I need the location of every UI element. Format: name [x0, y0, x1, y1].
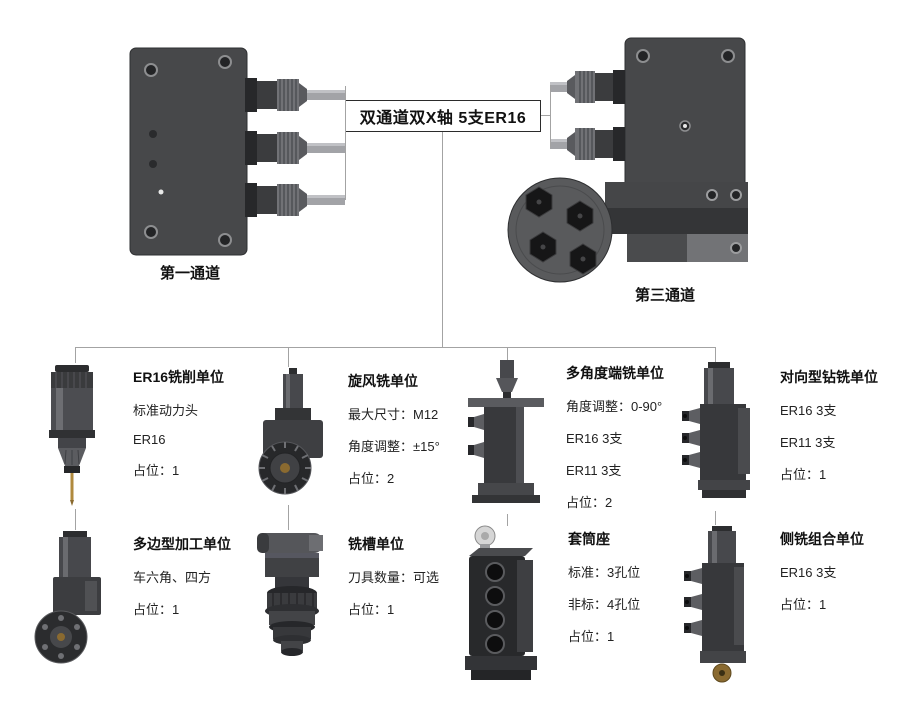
channel-1-label: 第一通道: [159, 265, 220, 282]
unit-card: 侧铣组合单位 ER16 3支 占位：1: [672, 524, 864, 694]
unit-info: 铣槽单位 刀具数量：可选 占位：1: [348, 529, 439, 618]
unit-title: 套筒座: [568, 531, 610, 547]
unit-photo-polygon-machining: [25, 529, 120, 684]
machine-photo-channel-1: [125, 42, 350, 265]
connector-row-col2: [288, 505, 289, 530]
channel-3-label: 第三通道: [634, 287, 695, 304]
unit-card: 旋风铣单位 最大尺寸：M12 角度调整：±15° 占位：2: [245, 366, 440, 511]
connector-drop-col4: [715, 347, 716, 363]
unit-spec: 占位：1: [780, 597, 827, 612]
unit-info: 侧铣组合单位 ER16 3支 占位：1: [780, 524, 864, 613]
connector-right-bracket: [550, 85, 551, 147]
unit-card: 多边型加工单位 车六角、四方 占位：1: [25, 529, 231, 684]
unit-info: 对向型钻铣单位 ER16 3支 ER11 3支 占位：1: [780, 362, 878, 483]
unit-spec: 最大尺寸：M12: [348, 407, 439, 422]
unit-spec: 占位：1: [780, 467, 827, 482]
unit-info: 旋风铣单位 最大尺寸：M12 角度调整：±15° 占位：2: [348, 366, 440, 487]
unit-info: ER16铣削单位 标准动力头 ER16 占位：1: [133, 362, 224, 479]
unit-spec: ER11 3支: [780, 435, 836, 450]
connector-row-col1: [75, 509, 76, 530]
unit-card: 铣槽单位 刀具数量：可选 占位：1: [245, 529, 439, 679]
unit-spec: ER16 3支: [566, 431, 623, 446]
unit-info: 套筒座 标准：3孔位 非标：4孔位 占位：1: [568, 524, 640, 645]
unit-photo-slot-milling: [245, 529, 335, 679]
unit-title: 对向型钻铣单位: [780, 369, 878, 385]
unit-spec: 占位：2: [348, 471, 395, 486]
unit-title: 侧铣组合单位: [780, 531, 864, 547]
unit-card: 多角度端铣单位 角度调整：0-90° ER16 3支 ER11 3支 占位：2: [458, 358, 664, 521]
unit-info: 多角度端铣单位 角度调整：0-90° ER16 3支 ER11 3支 占位：2: [566, 358, 664, 511]
unit-info: 多边型加工单位 车六角、四方 占位：1: [133, 529, 231, 618]
turret-machine-image: [507, 37, 748, 283]
unit-spec: 刀具数量：可选: [348, 570, 440, 585]
unit-spec: 标准动力头: [133, 403, 199, 418]
opposed-drill-milling-unit-image: [682, 362, 750, 498]
connector-box-to-right: [541, 115, 551, 116]
slot-milling-unit-image: [257, 533, 323, 656]
unit-spec: 占位：1: [568, 629, 615, 644]
diagram-title: 双通道双X轴 5支ER16: [345, 100, 541, 132]
unit-spec: ER11 3支: [566, 463, 622, 478]
unit-title: 多角度端铣单位: [566, 365, 664, 381]
unit-spec: 占位：1: [133, 602, 180, 617]
unit-spec: 占位：1: [133, 463, 180, 478]
connector-left-bracket: [345, 86, 346, 200]
unit-spec: ER16 3支: [780, 565, 837, 580]
connector-row-col3: [507, 514, 508, 526]
connector-drop-col1: [75, 347, 76, 363]
unit-spec: 非标：4孔位: [568, 597, 641, 612]
unit-photo-er16-milling: [25, 362, 120, 515]
side-milling-combo-unit-image: [684, 526, 746, 683]
unit-photo-multi-angle-end-milling: [458, 358, 553, 521]
connector-drop-col2: [288, 347, 289, 367]
unit-card: ER16铣削单位 标准动力头 ER16 占位：1: [25, 362, 224, 515]
unit-spec: 标准：3孔位: [568, 565, 641, 580]
unit-photo-sleeve-holder: [455, 524, 555, 694]
unit-photo-side-milling-combo: [672, 524, 767, 694]
unit-spec: ER16 3支: [780, 403, 837, 418]
unit-card: 套筒座 标准：3孔位 非标：4孔位 占位：1: [455, 524, 640, 694]
unit-spec: 占位：1: [348, 602, 395, 617]
connector-row-col4: [715, 511, 716, 525]
unit-photo-whirlwind-milling: [245, 366, 335, 511]
unit-title: ER16铣削单位: [133, 369, 225, 385]
unit-card: 对向型钻铣单位 ER16 3支 ER11 3支 占位：1: [672, 362, 878, 517]
multi-angle-end-milling-unit-image: [468, 360, 544, 503]
unit-spec: 占位：2: [566, 495, 613, 510]
machine-photo-channel-3: [505, 30, 880, 290]
unit-title: 铣槽单位: [348, 536, 404, 552]
whirlwind-milling-unit-image: [258, 368, 323, 495]
unit-spec: 车六角、四方: [133, 570, 212, 585]
connector-center-drop: [442, 132, 443, 347]
unit-title: 旋风铣单位: [348, 373, 418, 389]
er16-milling-unit-image: [49, 365, 95, 506]
unit-spec: 角度调整：0-90°: [566, 399, 663, 414]
unit-photo-opposed-drill-milling: [672, 362, 767, 517]
gang-spindle-machine-image: [129, 47, 346, 256]
unit-spec: ER16: [133, 432, 166, 447]
unit-spec: 角度调整：±15°: [348, 439, 440, 454]
unit-title: 多边型加工单位: [133, 536, 231, 552]
connector-rail: [75, 347, 716, 348]
polygon-machining-unit-image: [34, 531, 101, 664]
sleeve-holder-image: [465, 525, 537, 680]
connector-drop-col3: [507, 347, 508, 360]
